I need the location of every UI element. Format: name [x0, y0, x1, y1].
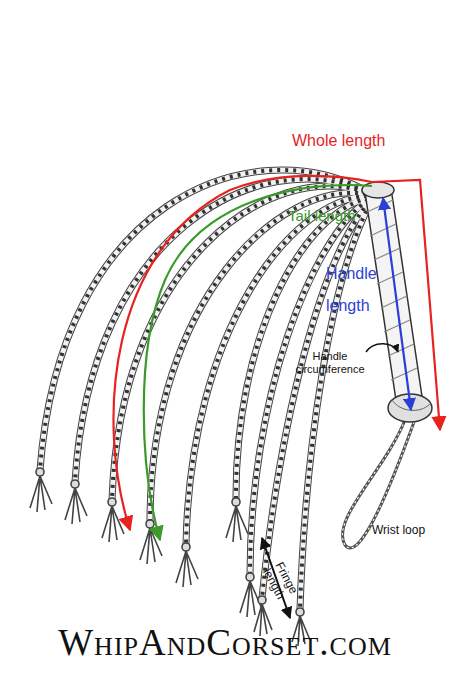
- dimension-label: Tail length: [288, 207, 398, 224]
- watermark: WhipAndCorset.com: [0, 622, 450, 665]
- illustration-part: [236, 198, 368, 500]
- illustration-part: [374, 248, 400, 260]
- illustration-part: [226, 506, 248, 542]
- illustration-part: [232, 498, 240, 506]
- circumference-arrow: [366, 344, 398, 352]
- illustration-part: [36, 468, 44, 476]
- fringe-tassels: [30, 468, 310, 646]
- illustration-part: [65, 488, 87, 524]
- handle-length-arrow: [383, 198, 411, 410]
- illustration-part: [108, 498, 116, 506]
- illustration-part: [377, 272, 403, 284]
- handle-ferrule: [362, 182, 394, 198]
- illustration-part: [262, 202, 369, 598]
- illustration-part: [258, 596, 266, 604]
- part-label: Wrist loop: [372, 524, 450, 538]
- illustration-part: [300, 204, 370, 610]
- tail-body: [40, 170, 370, 610]
- dimension-label: Handle length: [326, 258, 384, 322]
- tail-length-arrow: [144, 185, 372, 540]
- whole-length-arrow: [113, 176, 440, 530]
- illustration-part: [296, 608, 304, 616]
- illustration-part: [182, 543, 190, 551]
- handle-body: [365, 188, 423, 407]
- dimension-label: Handle circumference: [286, 350, 374, 375]
- illustration-part: [262, 202, 369, 598]
- illustration-part: [300, 204, 370, 610]
- illustration-part: [71, 480, 79, 488]
- handle-wrap: [367, 200, 417, 380]
- illustration-part: [370, 224, 396, 236]
- illustration-part: [367, 200, 393, 212]
- illustration-part: [246, 573, 254, 581]
- illustration-part: [236, 198, 368, 500]
- dimension-label: Fringe length: [260, 560, 308, 617]
- illustration-part: [250, 200, 368, 575]
- illustration-part: [75, 179, 365, 482]
- illustration-part: [30, 476, 52, 512]
- illustration-part: [102, 506, 124, 542]
- illustration-part: [176, 551, 198, 587]
- illustration-part: [381, 296, 407, 308]
- illustration-part: [146, 520, 154, 528]
- tail-outline: [40, 170, 370, 610]
- tail-braid: [40, 170, 370, 610]
- illustration-part: [384, 320, 410, 332]
- illustration-part: [391, 368, 417, 380]
- dimension-label: Whole length: [292, 132, 432, 150]
